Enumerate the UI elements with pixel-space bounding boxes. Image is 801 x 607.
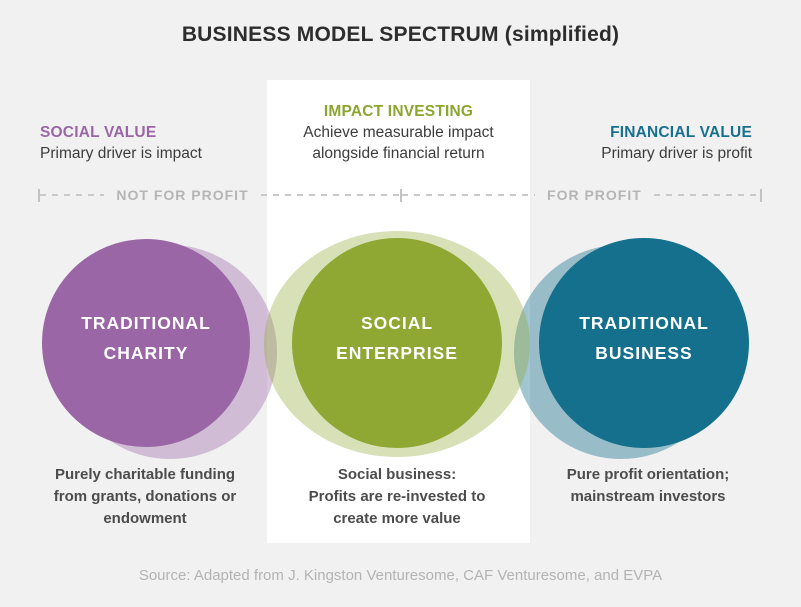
page-title: BUSINESS MODEL SPECTRUM (simplified) — [181, 23, 620, 46]
impact-investing-subheading-line2: alongside financial return — [312, 145, 485, 162]
traditional-charity-label-line1: TRADITIONAL — [81, 313, 211, 333]
axis-tick-end — [760, 188, 762, 202]
impact-investing-heading: IMPACT INVESTING — [323, 103, 474, 120]
social-value-subheading: Primary driver is impact — [40, 145, 202, 162]
social-value-heading: SOCIAL VALUE — [40, 124, 157, 141]
axis-tick-middle — [399, 188, 402, 202]
charity-description: Purely charitable funding from grants, d… — [25, 464, 265, 530]
for-profit-label: FOR PROFIT — [547, 187, 642, 203]
charity-description-line3: endowment — [103, 510, 187, 527]
traditional-charity-circle — [42, 239, 250, 447]
financial-value-header: FINANCIAL VALUE Primary driver is profit — [552, 122, 752, 164]
axis-dash-segment — [401, 194, 536, 196]
social-enterprise-label: SOCIAL ENTERPRISE — [297, 308, 497, 368]
social-enterprise-label-line1: SOCIAL — [360, 313, 434, 333]
traditional-business-label-line1: TRADITIONAL — [579, 313, 709, 333]
axis-dash-segment — [653, 194, 760, 196]
enterprise-description-line2: Profits are re-invested to — [308, 488, 486, 505]
charity-description-line2: from grants, donations or — [53, 488, 237, 505]
traditional-charity-label-line2: CHARITY — [103, 343, 189, 363]
impact-investing-subheading-line1: Achieve measurable impact — [303, 124, 494, 141]
axis-tick-start — [38, 188, 40, 202]
enterprise-description: Social business: Profits are re-invested… — [277, 464, 517, 530]
profit-spectrum-axis: NOT FOR PROFIT FOR PROFIT — [38, 187, 762, 203]
traditional-charity-label: TRADITIONAL CHARITY — [46, 308, 246, 368]
impact-investing-header: IMPACT INVESTING Achieve measurable impa… — [267, 101, 530, 164]
traditional-business-label-line2: BUSINESS — [595, 343, 693, 363]
business-description-line1: Pure profit orientation; — [566, 466, 730, 483]
enterprise-description-line3: create more value — [333, 510, 461, 527]
not-for-profit-label: NOT FOR PROFIT — [116, 187, 249, 203]
traditional-business-label: TRADITIONAL BUSINESS — [544, 308, 744, 368]
financial-value-heading: FINANCIAL VALUE — [610, 124, 752, 141]
social-enterprise-label-line2: ENTERPRISE — [336, 343, 458, 363]
traditional-business-circle — [539, 238, 749, 448]
social-enterprise-circle — [292, 238, 502, 448]
charity-description-line1: Purely charitable funding — [54, 466, 236, 483]
enterprise-description-line1: Social business: — [337, 466, 457, 483]
source-attribution: Source: Adapted from J. Kingston Venture… — [138, 567, 663, 584]
axis-dash-segment — [40, 194, 105, 196]
financial-value-subheading: Primary driver is profit — [601, 145, 752, 162]
axis-dash-segment — [260, 194, 400, 196]
business-description: Pure profit orientation; mainstream inve… — [528, 464, 768, 508]
social-value-header: SOCIAL VALUE Primary driver is impact — [40, 122, 280, 164]
business-description-line2: mainstream investors — [570, 488, 726, 505]
